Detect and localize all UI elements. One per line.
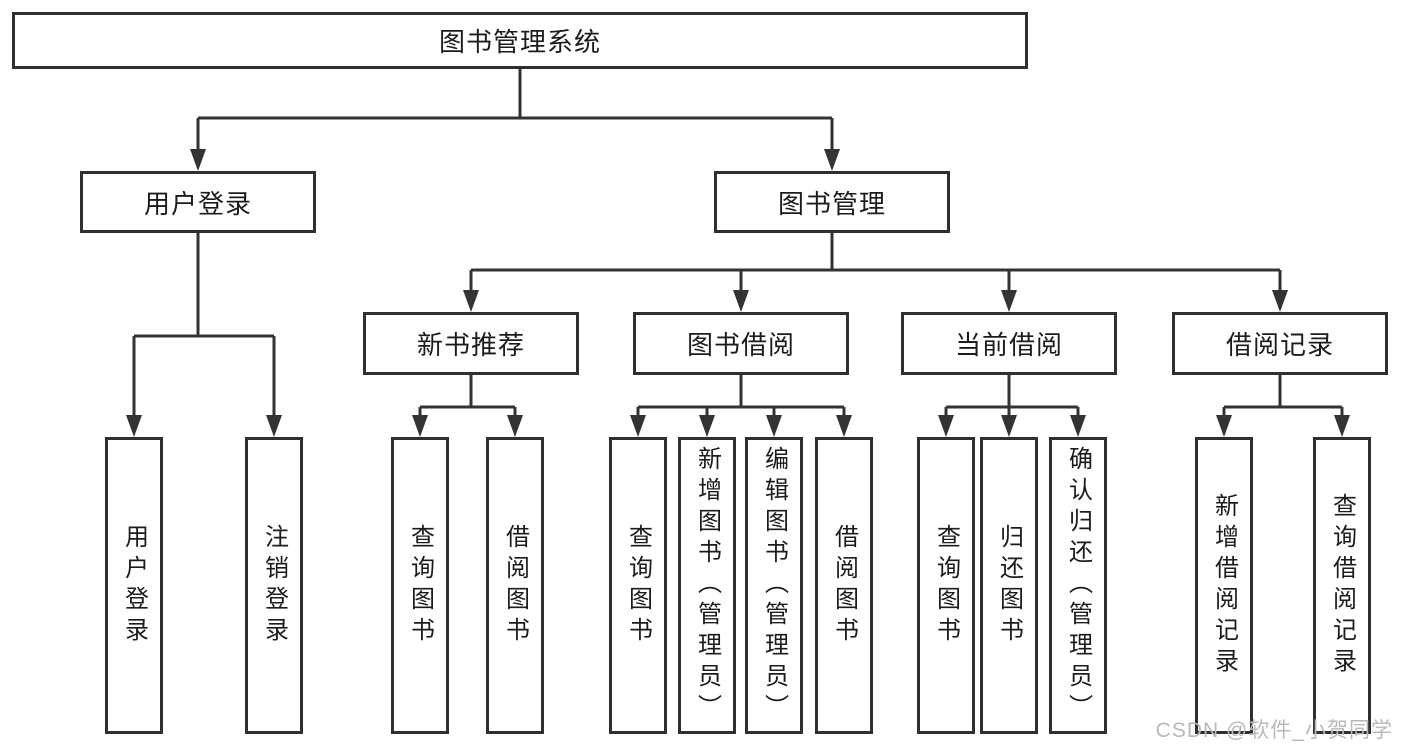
node-root: 图书管理系统 [12, 12, 1028, 69]
arrow-down-icon [1216, 415, 1232, 437]
arrow-down-icon [766, 415, 782, 437]
leaf-query-borrow-record: 查询借阅记录 [1313, 437, 1371, 734]
arrow-down-icon [266, 415, 282, 437]
node-book-management: 图书管理 [714, 171, 950, 233]
leaf-borrow-books-recommend: 借阅图书 [486, 437, 544, 734]
leaf-confirm-return-admin: 确认归还（管理员） [1049, 437, 1107, 734]
arrow-down-icon [733, 290, 749, 312]
arrow-down-icon [412, 415, 428, 437]
leaf-return-book: 归还图书 [980, 437, 1038, 734]
arrow-down-icon [836, 415, 852, 437]
leaf-edit-book-admin: 编辑图书（管理员） [745, 437, 803, 734]
leaf-borrow-books: 借阅图书 [815, 437, 873, 734]
arrow-down-icon [1001, 290, 1017, 312]
arrow-down-icon [463, 290, 479, 312]
arrow-down-icon [630, 415, 646, 437]
arrow-down-icon [1334, 415, 1350, 437]
node-borrow-records: 借阅记录 [1172, 312, 1388, 375]
arrow-down-icon [1070, 415, 1086, 437]
leaf-query-books-borrow: 查询图书 [609, 437, 667, 734]
arrow-down-icon [938, 415, 954, 437]
arrow-down-icon [699, 415, 715, 437]
leaf-logout: 注销登录 [245, 437, 303, 734]
arrow-down-icon [126, 415, 142, 437]
arrow-down-icon [190, 149, 206, 171]
node-current-borrow: 当前借阅 [901, 312, 1117, 375]
node-book-borrow: 图书借阅 [633, 312, 849, 375]
connector-paths [132, 69, 1344, 430]
arrow-down-icon [1272, 290, 1288, 312]
node-user-login: 用户登录 [80, 171, 316, 233]
leaf-query-books-current: 查询图书 [917, 437, 975, 734]
arrow-down-icon [507, 415, 523, 437]
watermark: CSDN @软件_小贺同学 [1155, 719, 1393, 742]
arrow-down-icon [824, 149, 840, 171]
node-new-book-recommend: 新书推荐 [363, 312, 579, 375]
leaf-user-login: 用户登录 [105, 437, 163, 734]
leaf-add-book-admin: 新增图书（管理员） [678, 437, 736, 734]
leaf-add-borrow-record: 新增借阅记录 [1195, 437, 1253, 734]
leaf-query-books-recommend: 查询图书 [391, 437, 449, 734]
arrow-down-icon [1001, 415, 1017, 437]
